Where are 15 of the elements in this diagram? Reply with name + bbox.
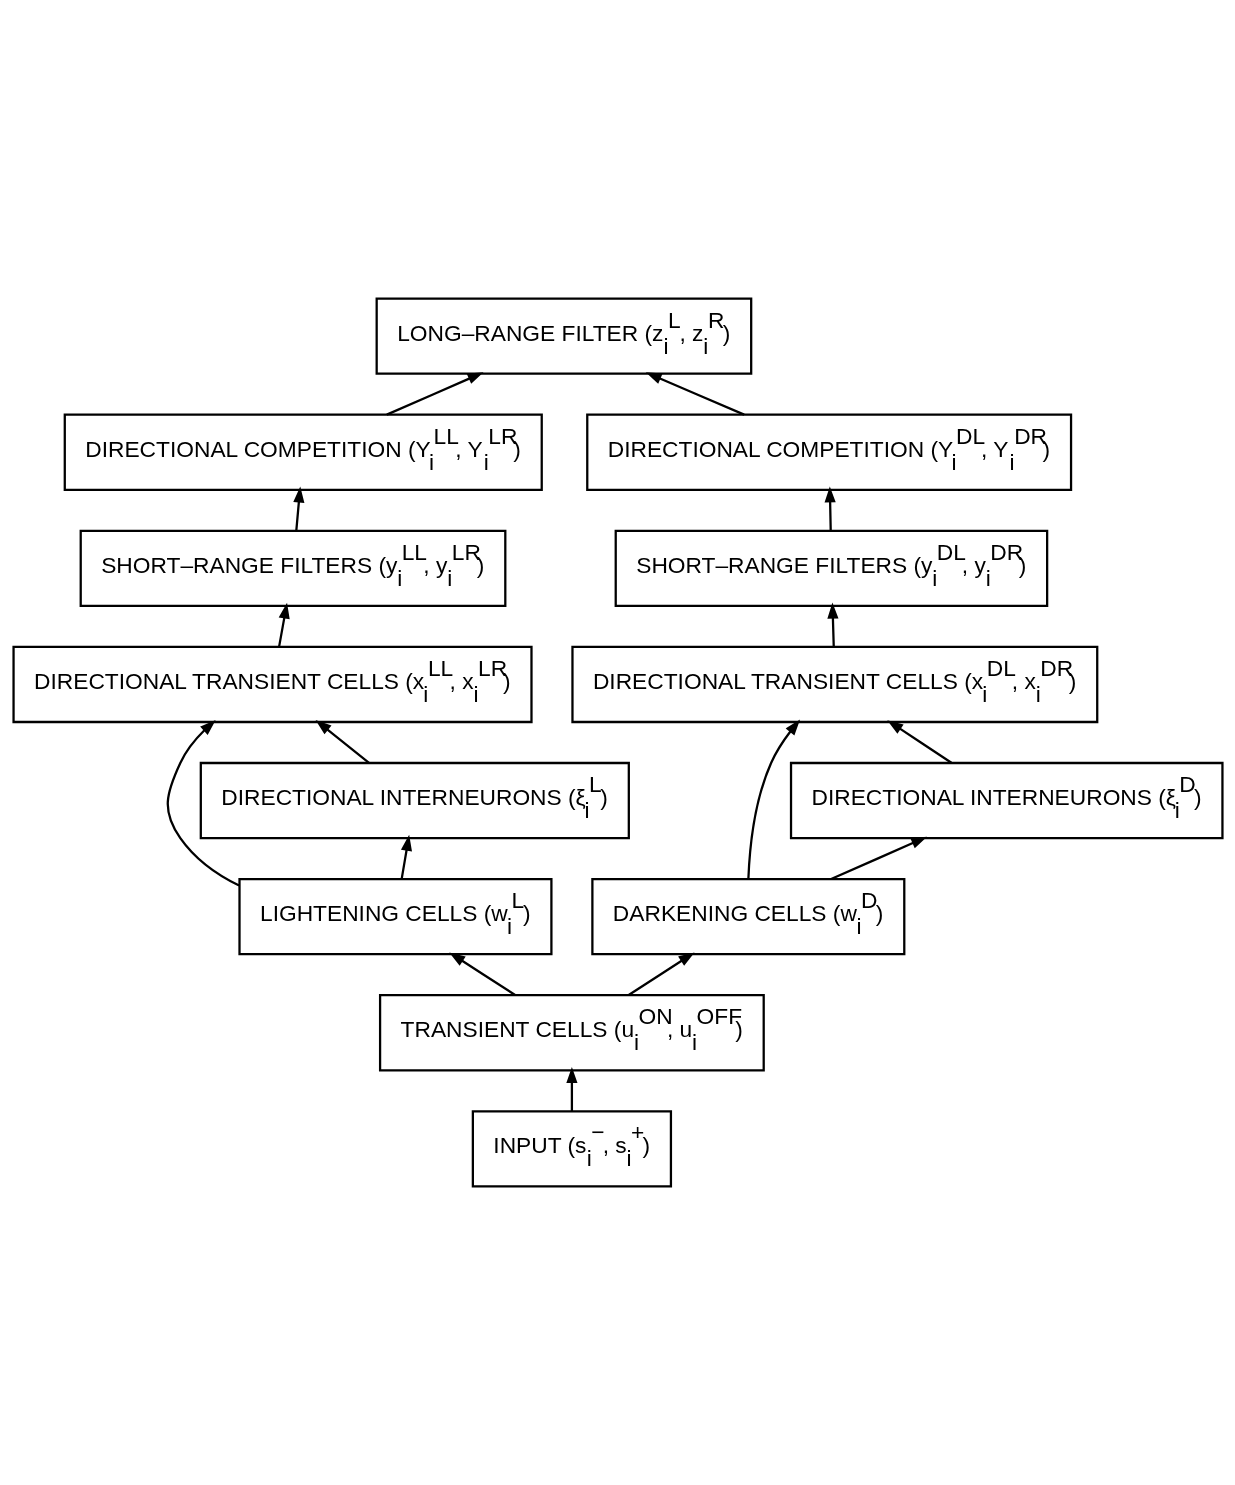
arrow xyxy=(824,486,836,531)
arrow xyxy=(166,720,240,887)
arrow xyxy=(292,486,304,531)
arrow xyxy=(400,834,412,880)
arrow xyxy=(886,720,952,764)
arrow xyxy=(448,952,516,996)
arrow xyxy=(645,372,745,416)
arrow xyxy=(277,602,290,647)
arrow xyxy=(746,719,800,879)
arrow xyxy=(826,602,838,647)
arrow xyxy=(627,952,695,996)
arrow xyxy=(565,1067,577,1112)
arrow xyxy=(315,720,370,764)
arrow xyxy=(830,836,927,881)
arrow xyxy=(385,372,484,416)
